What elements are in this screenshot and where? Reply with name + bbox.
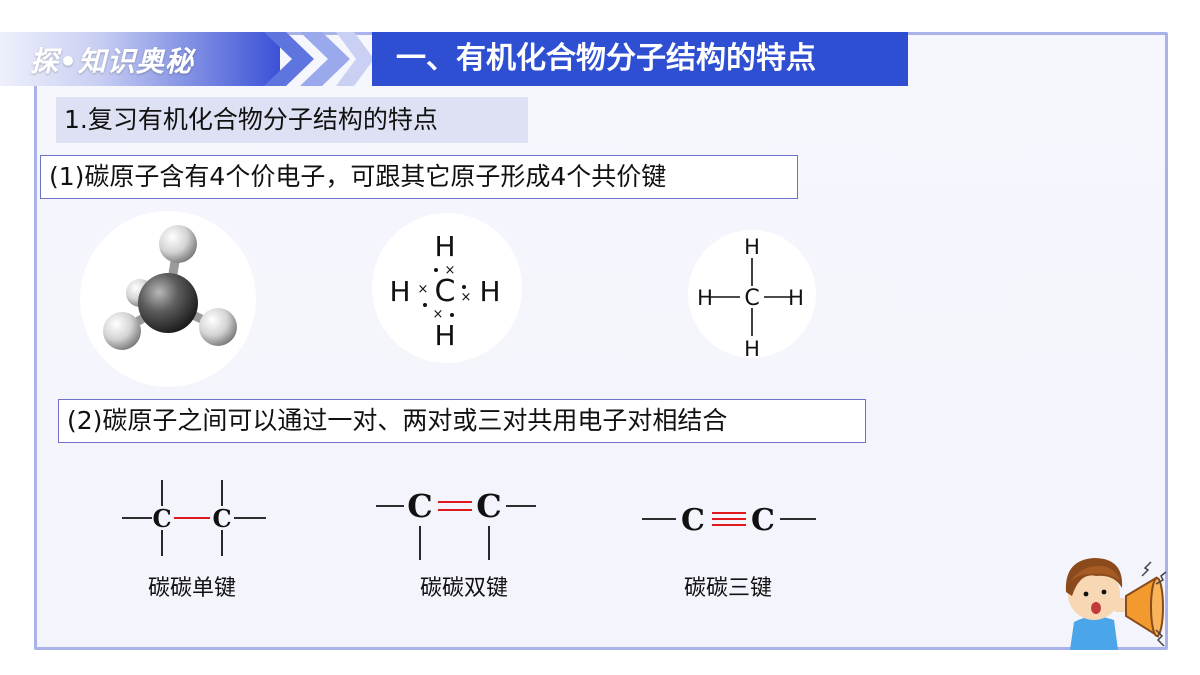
megaphone-boy-mascot-icon [1065,558,1167,650]
electron-formula-h-bottom: H [434,319,455,352]
electron-formula-circle [372,213,522,363]
carbon-single-bond-diagram: C C [122,480,266,556]
section-title: 一、有机化合物分子结构的特点 [372,32,908,86]
chevron-arrows-icon [264,32,374,86]
point-2: (2)碳原子之间可以通过一对、两对或三对共用电子对相结合 [58,399,866,443]
double-bond-atom-right: C [476,487,501,525]
electron-mark: × [433,307,444,322]
carbon-double-bond-diagram: C C [376,487,536,560]
structural-c: C [744,286,759,311]
carbon-triple-bond-diagram: C C [642,503,816,538]
triple-bond-label: 碳碳三键 [683,576,772,601]
single-bond-label: 碳碳单键 [147,576,236,601]
electron-formula-h-left: H [389,275,410,308]
electron-mark: × [418,282,429,297]
electron-formula-h-right: H [479,275,500,308]
electron-mark: × [461,290,472,305]
single-bond-atom-left: C [152,504,171,533]
structural-h-right: H [788,286,804,310]
structural-h-bottom: H [744,337,760,358]
structural-formula-circle [688,230,816,358]
electron-mark: × [445,263,456,278]
point-1: (1)碳原子含有4个价电子，可跟其它原子形成4个共价键 [40,155,798,199]
methane-electron-formula: H C H H H × × × × [389,230,500,352]
section-tag: 探•知识奥秘 [30,45,194,78]
triple-bond-atom-left: C [681,503,705,538]
electron-formula-c: C [435,274,456,309]
methane-ball-stick-model-icon [103,225,237,350]
section-tag-banner [0,32,280,86]
triple-bond-atom-right: C [751,503,775,538]
structural-h-left: H [697,286,713,310]
methane-structural-formula: H C H H H [697,235,804,358]
single-bond-atom-right: C [212,504,231,533]
double-bond-label: 碳碳双键 [419,576,508,601]
subheading: 1.复习有机化合物分子结构的特点 [56,97,528,143]
structural-h-top: H [744,235,760,259]
double-bond-atom-left: C [407,487,432,525]
electron-formula-h-top: H [434,230,455,263]
